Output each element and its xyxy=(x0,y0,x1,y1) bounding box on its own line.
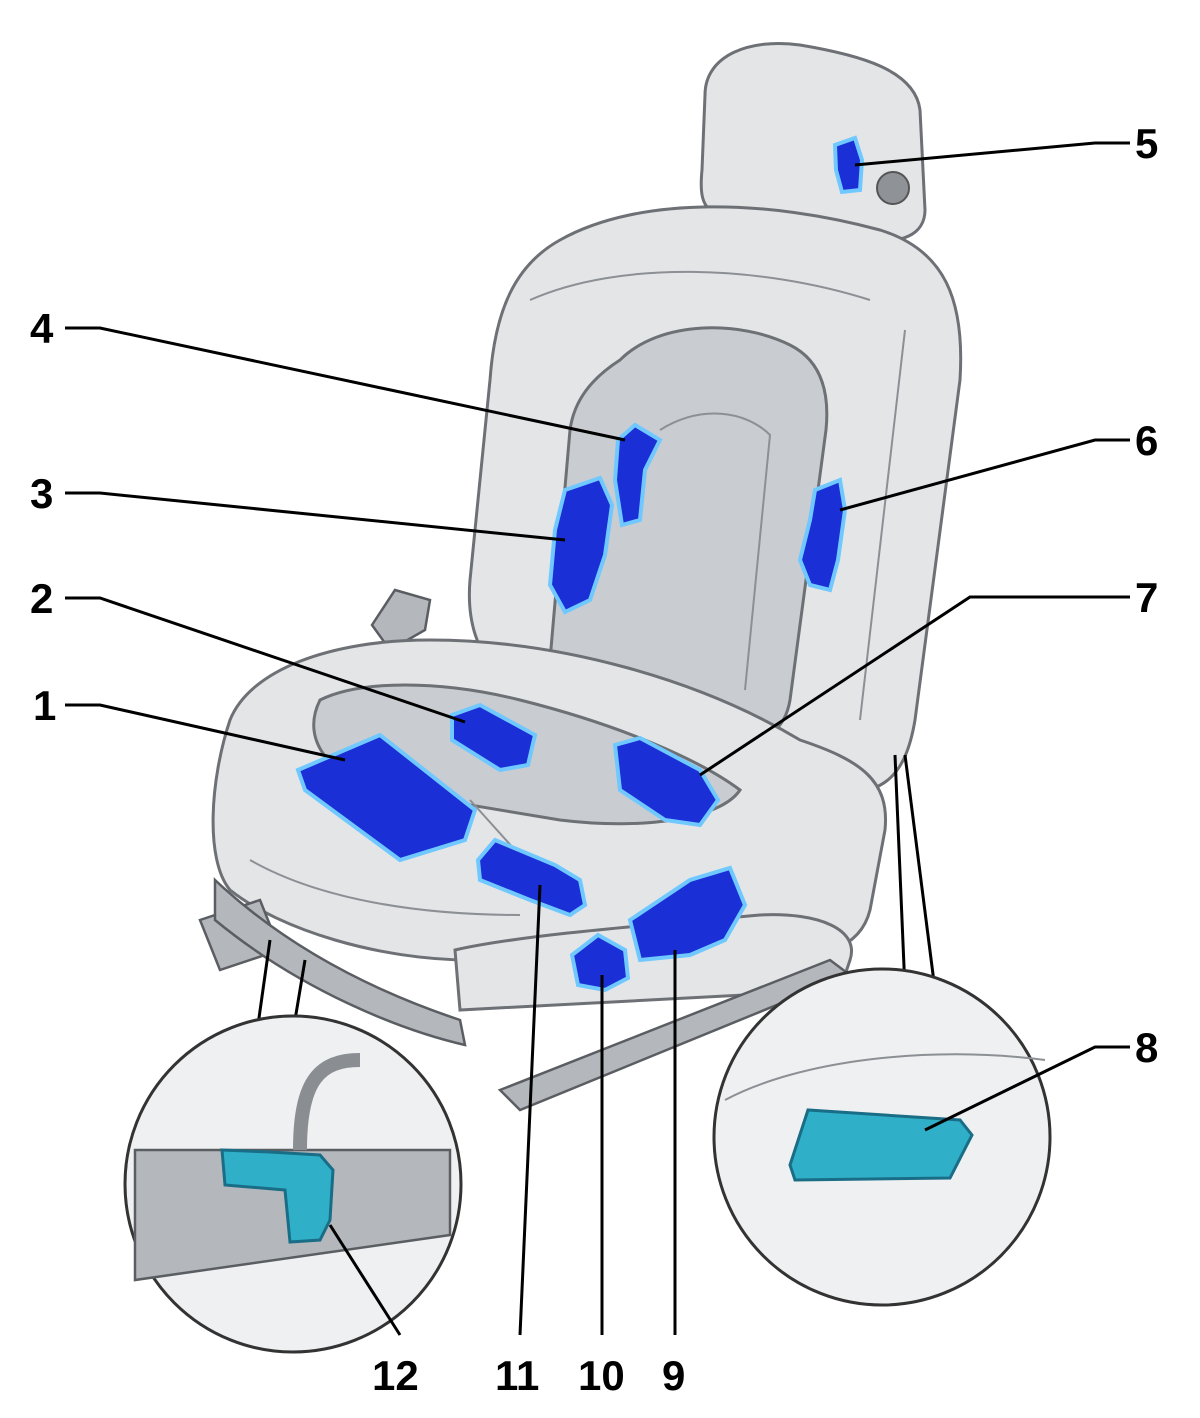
components xyxy=(295,135,865,993)
callout-6: 6 xyxy=(1135,417,1158,464)
leader-8 xyxy=(924,1045,1130,1132)
component-10 xyxy=(569,932,631,993)
component-5 xyxy=(832,135,865,195)
backrest-stitch xyxy=(659,412,772,691)
component-8 xyxy=(788,1108,974,1182)
headrest-button xyxy=(876,171,910,205)
component-12 xyxy=(220,1148,335,1244)
callout-3: 3 xyxy=(30,470,53,517)
component-2 xyxy=(450,702,538,773)
callout-numbers: 1 2 3 4 5 6 7 8 9 10 11 12 xyxy=(30,120,1158,1399)
cushion-stitch xyxy=(249,859,521,916)
callout-4: 4 xyxy=(30,305,54,352)
detail-left-pointer-b xyxy=(293,959,307,1021)
detail-left-pointer-a xyxy=(256,939,272,1026)
seat-frame xyxy=(213,877,467,1047)
callout-11: 11 xyxy=(495,1352,539,1399)
side-trim xyxy=(453,913,853,1012)
leader-7 xyxy=(699,595,1130,777)
backrest-bolster-line xyxy=(859,329,906,721)
detail-right-pointer-b xyxy=(903,754,937,991)
detail-view-right xyxy=(712,754,1052,1307)
component-4 xyxy=(612,422,663,528)
callout-2: 2 xyxy=(30,575,53,622)
callout-10: 10 xyxy=(578,1352,625,1399)
component-1 xyxy=(295,732,478,863)
component-7 xyxy=(612,735,721,828)
leader-1 xyxy=(65,703,346,762)
component-11 xyxy=(475,837,588,918)
leader-3 xyxy=(65,491,566,542)
leader-4 xyxy=(65,326,626,442)
leader-11 xyxy=(518,884,542,1336)
callout-9: 9 xyxy=(662,1352,685,1399)
component-6 xyxy=(797,477,848,593)
detail-right-surface xyxy=(724,1053,1046,1101)
leader-5 xyxy=(854,141,1130,167)
callout-8: 8 xyxy=(1135,1024,1158,1071)
leader-12 xyxy=(328,1224,402,1336)
component-3 xyxy=(547,475,615,615)
leader-6 xyxy=(839,438,1130,512)
callout-7: 7 xyxy=(1135,574,1158,621)
detail-view-left xyxy=(123,939,463,1354)
leader-2 xyxy=(65,596,466,724)
leader-lines xyxy=(65,141,1130,1336)
callout-1: 1 xyxy=(33,682,56,729)
detail-left-cable xyxy=(293,1053,361,1151)
callout-5: 5 xyxy=(1135,120,1158,167)
component-9 xyxy=(627,865,748,963)
backrest-stitch-2 xyxy=(529,270,871,301)
detail-right-pointer-a xyxy=(893,754,907,991)
callout-12: 12 xyxy=(372,1352,419,1399)
